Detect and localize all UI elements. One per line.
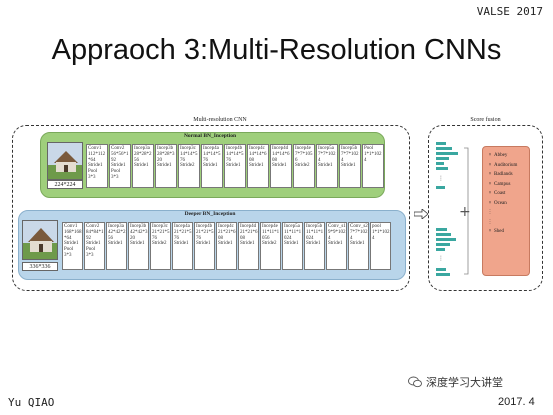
deeper-layer-incep3c: Incep3c 21*21*5 76 Stride2 (150, 222, 171, 270)
deeper-layer-incep3b: Incep3b 42*42*3 20 Stride1 (128, 222, 149, 270)
class-item: ×Campus (488, 181, 511, 187)
deeper-layer-incep5b: Incep5b 11*11*1 024 Stride1 (304, 222, 325, 270)
class-ellipsis: ⋮ (487, 210, 493, 215)
slide-date: 2017. 4 (498, 396, 535, 408)
class-item: ×Auditorium (488, 162, 518, 168)
class-ellipsis: ⋮ (487, 219, 493, 225)
normal-layer-incep4b: Incep4b 14*14*5 76 Stride1 (224, 144, 246, 188)
class-item: ×Badlands (488, 172, 513, 177)
plus-icon: + (459, 204, 471, 220)
deeper-layer-stack: Conv1 168*168 *64 Stride1 Pool 3*3 Conv2… (62, 222, 391, 270)
normal-layer-incep3a: Incep3a 28*28*2 56 Stride1 (132, 144, 154, 188)
deeper-layer-conv-s2: Conv_s2 7*7*102 4 Stride1 (348, 222, 369, 270)
deeper-branch-label: Deeper BN_Inception (184, 211, 236, 217)
normal-layer-incep4e: Incep4e 7*7*105 6 Stride2 (293, 144, 315, 188)
presenter-name: Yu QIAO (8, 396, 55, 409)
fusion-bracket (462, 146, 470, 280)
deeper-input-image (22, 220, 58, 260)
normal-input-size: 224*224 (47, 180, 83, 189)
svg-text:⋮: ⋮ (438, 175, 444, 182)
deeper-layer-pool: pool 1*1*102 4 (370, 222, 391, 270)
deeper-layer-incep4d: Incep4d 21*21*6 08 Stride1 (238, 222, 259, 270)
venue-label: VALSE 2017 (476, 5, 543, 18)
deeper-layer-conv1: Conv1 168*168 *64 Stride1 Pool 3*3 (62, 222, 83, 270)
normal-branch-label: Normal BN_Inception (183, 133, 237, 139)
normal-layer-incep3b: Incep3b 28*28*3 20 Stride1 (155, 144, 177, 188)
normal-layer-incep3c: Incep3c 14*14*5 76 Stride2 (178, 144, 200, 188)
normal-layer-incep4d: Incep4d 14*14*6 08 Stride1 (270, 144, 292, 188)
deeper-layer-incep4b: Incep4b 21*21*5 76 Stride1 (194, 222, 215, 270)
normal-layer-incep4c: Incep4c 14*14*6 08 Stride1 (247, 144, 269, 188)
multi-resolution-frame (12, 125, 410, 291)
normal-layer-incep5a: Incep5a 7*7*102 4 Stride1 (316, 144, 338, 188)
normal-layer-pool: Pool 1*1*102 4 (362, 144, 384, 188)
figure-caption: Multi-resolution CNN (193, 117, 247, 123)
normal-score-bars: ⋮ (436, 142, 460, 198)
class-item: ×Coast (488, 191, 506, 196)
fusion-arrow-icon (413, 204, 429, 223)
deeper-layer-incep4e: Incep4e 11*11*1 056 Stride2 (260, 222, 281, 270)
watermark: 深度学习大讲堂 (408, 374, 503, 390)
class-item: ×Ocean (488, 200, 507, 206)
normal-layer-incep4a: Incep4a 14*14*5 76 Stride1 (201, 144, 223, 188)
deeper-layer-incep5a: Incep5a 11*11*1 024 Stride1 (282, 222, 303, 270)
deeper-layer-conv2: Conv2 84*84*1 92 Stride1 Pool 3*3 (84, 222, 105, 270)
class-item: ×Abbey (488, 153, 508, 158)
class-list: ×Abbey ×Auditorium ×Badlands ×Campus ×Co… (482, 146, 530, 276)
class-item: ×Shed (488, 229, 504, 234)
deeper-layer-conv-s1: Conv_s1 9*9*102 4 Stride1 (326, 222, 347, 270)
normal-layer-conv1: Conv1 112*112 *64 Stride1 Pool 3*3 (86, 144, 108, 188)
wechat-icon (408, 376, 422, 388)
normal-layer-stack: Conv1 112*112 *64 Stride1 Pool 3*3 Conv2… (86, 144, 384, 188)
slide-title: Appraoch 3:Multi-Resolution CNNs (51, 34, 502, 66)
normal-input-image (47, 142, 83, 180)
deeper-score-bars: ⋮ (436, 228, 460, 284)
deeper-layer-incep4a: Incep4a 21*21*5 76 Stride1 (172, 222, 193, 270)
svg-text:⋮: ⋮ (438, 255, 444, 262)
score-fusion-caption: Score fusion (470, 117, 501, 123)
deeper-layer-incep3a: Incep3a 42*42*2 56 Stride1 (106, 222, 127, 270)
score-fusion-frame (428, 125, 543, 291)
normal-layer-conv2: Conv2 56*56*1 92 Stride1 Pool 3*3 (109, 144, 131, 188)
watermark-text: 深度学习大讲堂 (426, 376, 503, 389)
normal-layer-incep5b: Incep5b 7*7*102 4 Stride1 (339, 144, 361, 188)
deeper-layer-incep4c: Incep4c 21*21*6 08 Stride1 (216, 222, 237, 270)
deeper-input-size: 336*336 (22, 262, 58, 271)
